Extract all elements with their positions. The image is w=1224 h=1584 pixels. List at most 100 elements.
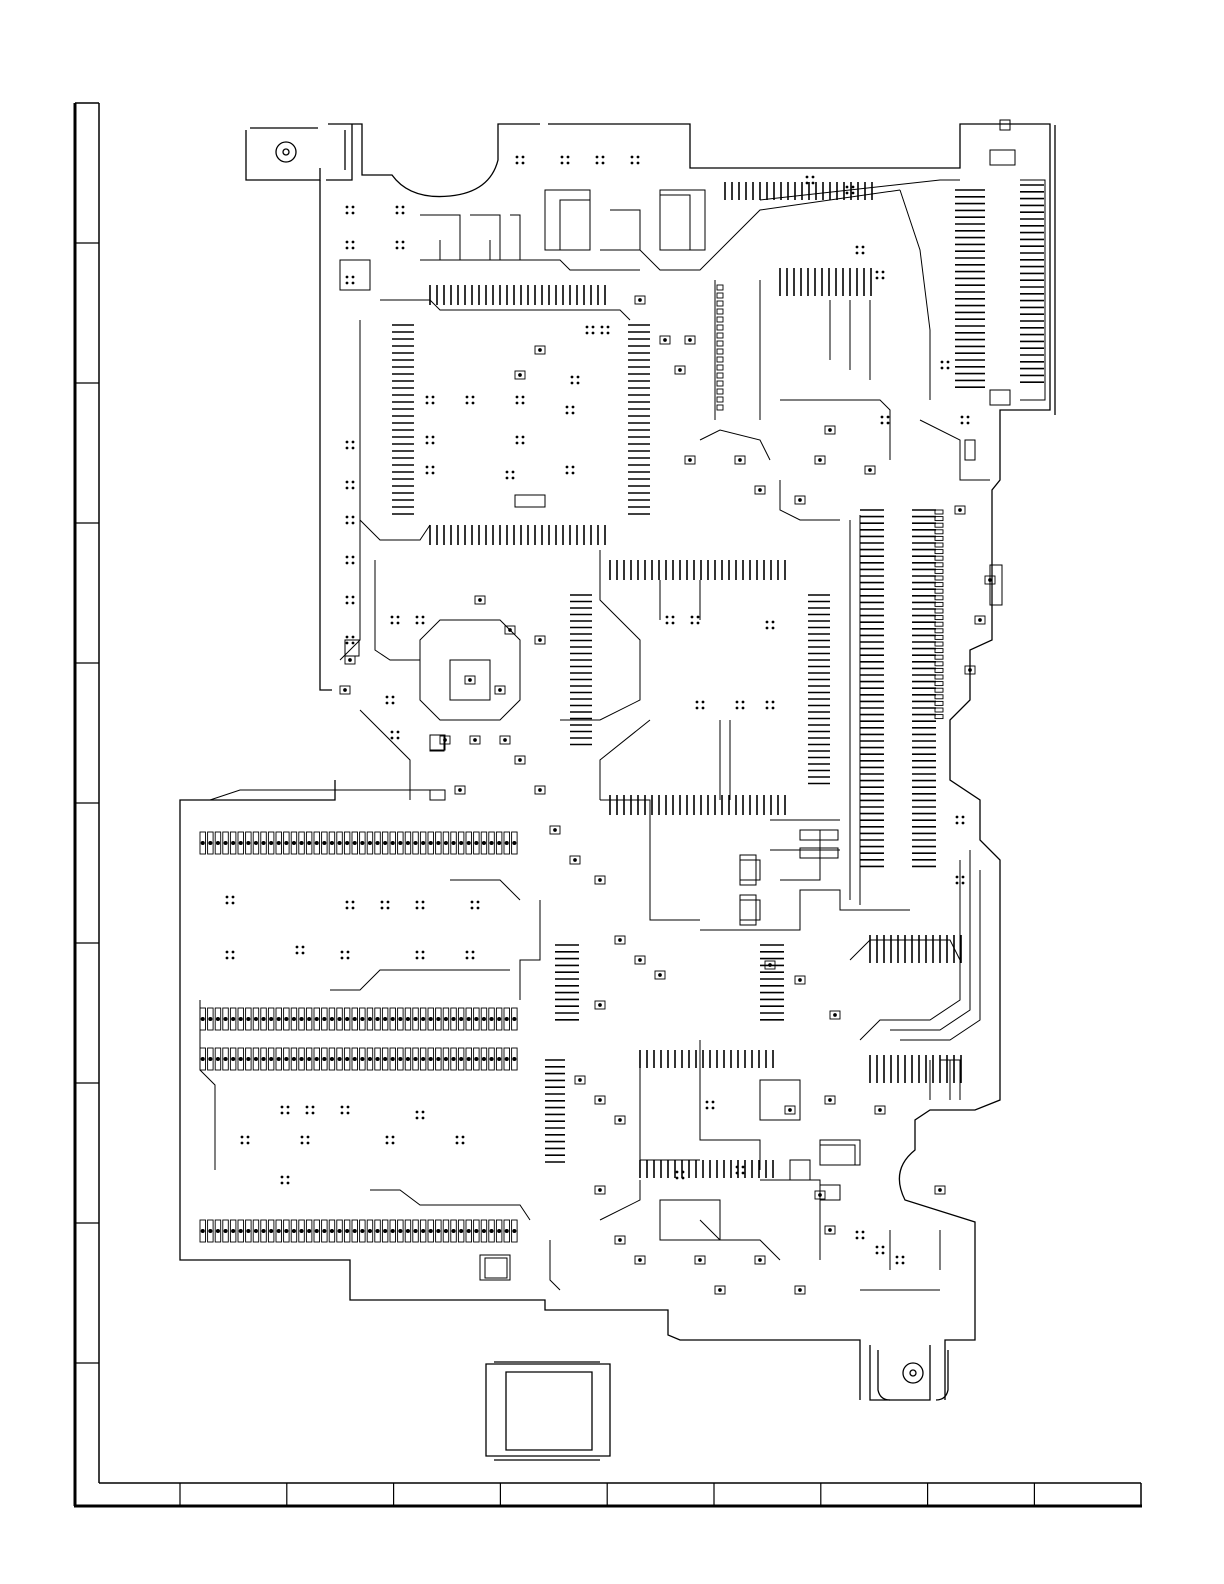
via — [516, 436, 519, 439]
ic-right-leads-b — [912, 510, 936, 866]
via — [437, 841, 440, 844]
ic-top-leads-2 — [780, 268, 871, 296]
via — [460, 1057, 463, 1060]
via — [262, 1057, 265, 1060]
via — [308, 1057, 311, 1060]
via — [262, 841, 265, 844]
pad — [935, 563, 943, 567]
via — [596, 156, 599, 159]
via — [352, 562, 355, 565]
via — [352, 516, 355, 519]
via — [941, 367, 944, 370]
via — [460, 841, 463, 844]
via — [254, 1057, 257, 1060]
via — [201, 841, 204, 844]
via — [226, 957, 229, 960]
via — [469, 679, 472, 682]
via — [967, 416, 970, 419]
via — [437, 1057, 440, 1060]
via — [292, 841, 295, 844]
via — [474, 739, 477, 742]
pad — [717, 333, 723, 338]
via — [766, 701, 769, 704]
via — [307, 1136, 310, 1139]
via — [391, 1229, 394, 1232]
via — [416, 907, 419, 910]
via — [881, 416, 884, 419]
via-cluster — [516, 396, 525, 405]
pad — [717, 341, 723, 346]
via — [772, 621, 775, 624]
via — [338, 1017, 341, 1020]
via — [352, 247, 355, 250]
via-cluster — [566, 406, 575, 415]
via — [462, 1136, 465, 1139]
via — [422, 841, 425, 844]
via — [962, 876, 965, 879]
via — [699, 1259, 702, 1262]
copper-traces — [200, 150, 1045, 1290]
via — [498, 841, 501, 844]
via — [475, 1017, 478, 1020]
via — [772, 701, 775, 704]
via — [426, 436, 429, 439]
via — [498, 1057, 501, 1060]
via — [466, 402, 469, 405]
via — [426, 402, 429, 405]
via — [397, 731, 400, 734]
via — [352, 241, 355, 244]
via — [232, 1057, 235, 1060]
pad — [717, 325, 723, 330]
via-cluster — [416, 616, 425, 625]
via-cluster — [346, 276, 355, 285]
via — [247, 1136, 250, 1139]
via — [619, 1239, 622, 1242]
via — [812, 176, 815, 179]
via — [232, 1229, 235, 1232]
via — [602, 156, 605, 159]
via — [862, 252, 865, 255]
via-cluster — [341, 951, 350, 960]
pad — [935, 583, 943, 587]
via — [352, 602, 355, 605]
via — [361, 841, 364, 844]
pad — [935, 550, 943, 554]
via — [426, 466, 429, 469]
pad — [935, 622, 943, 626]
via — [353, 1229, 356, 1232]
via — [224, 1017, 227, 1020]
via — [416, 1111, 419, 1114]
via — [856, 246, 859, 249]
pad — [935, 536, 943, 540]
via — [499, 689, 502, 692]
via — [599, 879, 602, 882]
via — [387, 901, 390, 904]
via — [346, 241, 349, 244]
via — [302, 946, 305, 949]
pad — [717, 317, 723, 322]
ic-left-leads-north — [430, 285, 605, 305]
via — [472, 402, 475, 405]
via — [599, 1189, 602, 1192]
via — [216, 1057, 219, 1060]
ic-lower-leads-north — [640, 1050, 773, 1068]
via — [969, 669, 972, 672]
via — [270, 1229, 273, 1232]
via — [512, 477, 515, 480]
via — [856, 1231, 859, 1234]
via — [516, 402, 519, 405]
via-cluster — [961, 416, 970, 425]
via-cluster — [561, 156, 570, 165]
footprint — [545, 190, 590, 250]
via — [323, 841, 326, 844]
via — [226, 951, 229, 954]
via — [281, 1112, 284, 1115]
via — [308, 1017, 311, 1020]
via — [452, 1057, 455, 1060]
via — [270, 841, 273, 844]
via — [706, 1107, 709, 1110]
ic-lower-mid-leads — [555, 945, 579, 1020]
via — [352, 487, 355, 490]
via — [691, 616, 694, 619]
via — [432, 466, 435, 469]
